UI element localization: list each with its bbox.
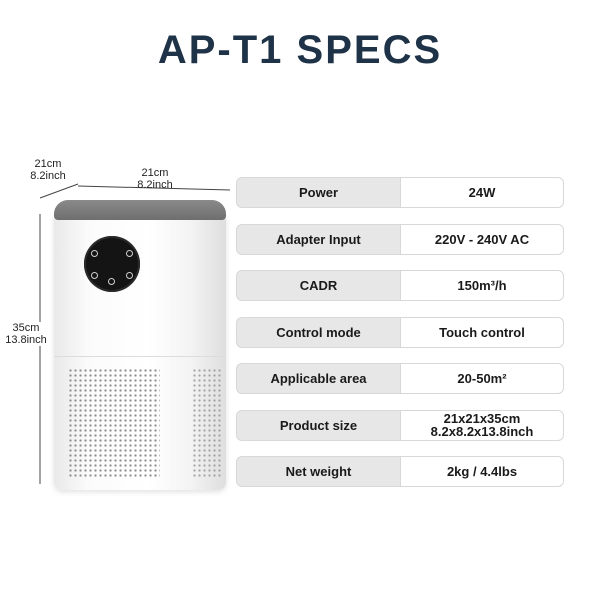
spec-row-product-size: Product size 21x21x35cm 8.2x8.2x13.8inch: [236, 409, 564, 441]
spec-value-line: 8.2x8.2x13.8inch: [430, 424, 534, 439]
spec-value: 21x21x35cm 8.2x8.2x13.8inch: [400, 409, 564, 441]
sleep-icon: [108, 278, 115, 285]
spec-label: Product size: [236, 409, 400, 441]
spec-value: 220V - 240V AC: [400, 223, 564, 255]
light-icon: [126, 272, 133, 279]
page-title: AP-T1 SPECS: [157, 28, 443, 72]
spec-value: Touch control: [400, 316, 564, 348]
width-dimension-label: 21cm 8.2inch: [120, 167, 190, 191]
spec-label: Net weight: [236, 456, 400, 487]
height-metric: 35cm: [12, 322, 40, 334]
purifier-seam: [54, 356, 226, 357]
spec-value-line: 21x21x35cm: [443, 411, 521, 426]
height-imperial: 13.8inch: [5, 334, 47, 346]
depth-imperial: 8.2inch: [30, 170, 66, 182]
spec-row-cadr: CADR 150m³/h: [236, 270, 564, 301]
spec-value: 24W: [400, 177, 564, 208]
spec-value: 150m³/h: [400, 270, 564, 301]
spec-row-adapter-input: Adapter Input 220V - 240V AC: [236, 223, 564, 255]
power-icon: [91, 250, 98, 257]
spec-value-line: 24W: [468, 185, 496, 200]
spec-row-power: Power 24W: [236, 177, 564, 208]
fan-icon: [91, 272, 98, 279]
purifier-top-vent: [54, 200, 226, 220]
height-dimension-label: 35cm 13.8inch: [0, 322, 52, 346]
spec-label: Adapter Input: [236, 223, 400, 255]
width-metric: 21cm: [141, 167, 169, 179]
spec-value-line: Touch control: [439, 324, 525, 340]
spec-row-applicable-area: Applicable area 20-50m²: [236, 363, 564, 394]
width-line: [77, 185, 231, 191]
spec-value: 20-50m²: [400, 363, 564, 394]
spec-label: Applicable area: [236, 363, 400, 394]
depth-metric: 21cm: [34, 158, 62, 170]
panel-display: [100, 258, 124, 266]
depth-line: [39, 183, 79, 199]
timer-icon: [126, 250, 133, 257]
spec-row-control-mode: Control mode Touch control: [236, 316, 564, 348]
side-air-grille: [192, 368, 222, 478]
control-panel: [84, 236, 140, 292]
spec-label: CADR: [236, 270, 400, 301]
spec-label: Power: [236, 177, 400, 208]
width-imperial: 8.2inch: [137, 179, 173, 191]
spec-table: Power 24W Adapter Input 220V - 240V AC C…: [236, 177, 564, 487]
spec-value-line: 20-50m²: [457, 371, 507, 386]
spec-value-line: 220V - 240V AC: [434, 231, 530, 247]
spec-label: Control mode: [236, 316, 400, 348]
spec-value-line: 2kg / 4.4lbs: [446, 464, 518, 479]
spec-value: 2kg / 4.4lbs: [400, 456, 564, 487]
depth-dimension-label: 21cm 8.2inch: [18, 158, 78, 182]
front-air-grille: [68, 368, 160, 478]
spec-row-net-weight: Net weight 2kg / 4.4lbs: [236, 456, 564, 487]
air-purifier-image: [50, 196, 230, 494]
spec-value-line: 150m³/h: [457, 278, 507, 293]
